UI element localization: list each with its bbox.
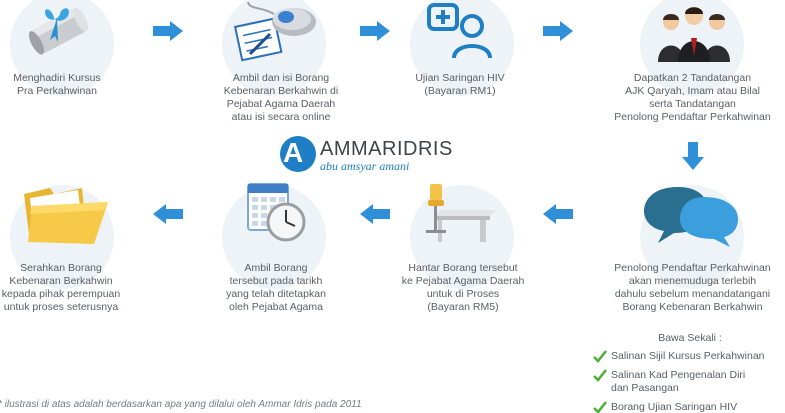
arrow-left-icon: [153, 204, 183, 224]
brand-logo: A AMMARIDRIS abu amsyar amani: [280, 134, 460, 180]
three-people-icon: [658, 7, 730, 62]
arrow-right-icon: [543, 21, 573, 41]
step-6-bg: [410, 185, 514, 289]
step-3-label: Ujian Saringan HIV (Bayaran RM1): [415, 72, 505, 97]
step-5-label: Penolong Pendaftar Perkahwinan akan mene…: [614, 262, 771, 313]
calendar-clock-icon: [247, 183, 306, 242]
logo-name: AMMARIDRIS: [320, 138, 453, 160]
logo-badge: A: [280, 136, 316, 172]
bring-item-text: Borang Ujian Saringan HIV: [611, 401, 738, 413]
add-user-icon: [427, 3, 492, 59]
logo-tagline: abu amsyar amani: [320, 159, 410, 173]
check-icon: [593, 369, 607, 382]
speech-bubbles-icon: [644, 187, 738, 247]
check-icon: [593, 350, 607, 363]
step-2-label: Ambil dan isi Borang Kebenaran Berkahwin…: [223, 72, 339, 123]
arrow-right-icon: [360, 21, 390, 41]
folder-icon: [24, 188, 108, 244]
arrow-left-icon: [543, 204, 573, 224]
step-7-label: Ambil Borang tersebut pada tarikh yang t…: [226, 262, 326, 313]
arrow-right-icon: [153, 21, 183, 41]
bring-item-text: Salinan Sijil Kursus Perkahwinan: [611, 350, 765, 362]
bring-item-text: Salinan Kad Pengenalan Diri dan Pasangan: [611, 369, 746, 394]
arrow-left-icon: [360, 204, 390, 224]
step-1-label: Menghadiri Kursus Pra Perkahwinan: [13, 72, 101, 97]
desk-chair-icon: [426, 184, 496, 242]
check-icon: [593, 401, 607, 413]
arrow-down-icon: [682, 142, 704, 170]
bring-list-title: Bawa Sekali :: [658, 332, 722, 344]
logo-letter: A: [283, 137, 304, 168]
step-6-label: Hantar Borang tersebut ke Pejabat Agama …: [401, 262, 525, 313]
step-4-label: Dapatkan 2 Tandatangan AJK Qaryah, Imam …: [614, 72, 771, 123]
form-mouse-icon: [233, 1, 316, 62]
diploma-scroll-icon: [28, 7, 89, 55]
step-8-label: Serahkan Borang Kebenaran Berkahwin kepa…: [1, 262, 121, 313]
footnote: * ilustrasi di atas adalah berdasarkan a…: [0, 399, 362, 410]
